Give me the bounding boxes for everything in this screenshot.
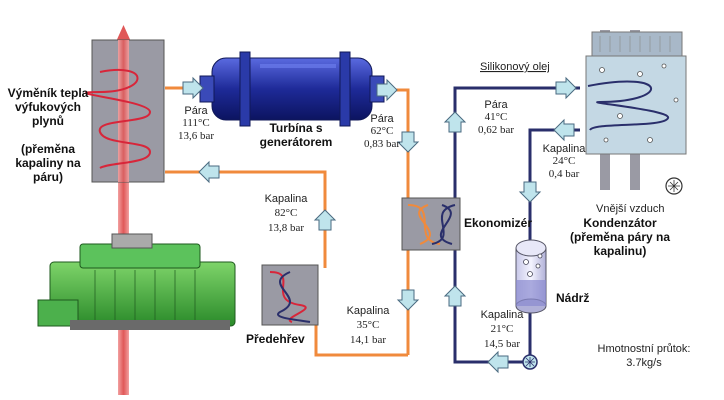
arrow-left-icon <box>553 118 575 142</box>
state-2-medium: Pára <box>370 113 394 125</box>
state-3-pressure: 0,62 bar <box>478 124 514 136</box>
state-7-temp: 21°C <box>491 323 514 335</box>
state-5-medium: Kapalina <box>265 193 309 205</box>
state-2-pressure: 0,83 bar <box>364 138 400 150</box>
state-7-medium: Kapalina <box>481 309 525 321</box>
preheater <box>261 264 319 326</box>
mass-flow-label-1: Hmotnostní průtok: <box>598 343 691 355</box>
arrow-up-icon <box>443 285 467 307</box>
state-5-temp: 82°C <box>275 207 298 219</box>
arrow-left-icon <box>198 160 220 184</box>
arrow-left-icon <box>487 350 509 374</box>
arrow-right-icon <box>555 76 577 100</box>
turbine-label-2: generátorem <box>260 135 333 149</box>
heat-exchanger-note-3: páru) <box>33 170 63 184</box>
heat-exchanger-note-2: kapaliny na <box>15 156 81 170</box>
exhaust-heat-exchanger <box>85 25 165 395</box>
state-3-medium: Pára <box>484 99 508 111</box>
heat-exchanger-label-2: výfukových <box>15 100 81 114</box>
outside-air-label: Vnější vzduch <box>596 203 664 215</box>
state-4-medium: Kapalina <box>543 143 587 155</box>
arrow-down-icon <box>518 181 542 203</box>
condenser-label-3: kapalinu) <box>594 244 647 258</box>
flow-arrows <box>182 76 577 374</box>
state-6-pressure: 14,1 bar <box>350 334 386 346</box>
preheater-label: Předehřev <box>246 332 305 346</box>
silicone-oil-label: Silikonový olej <box>480 61 550 73</box>
economizer-label: Ekonomizér <box>464 216 532 230</box>
economizer <box>401 197 461 251</box>
heat-exchanger-label-3: plynů <box>32 114 64 128</box>
heat-exchanger-note-1: (přeměna <box>21 142 75 156</box>
state-1-medium: Pára <box>184 105 208 117</box>
turbine-label-1: Turbína s <box>269 121 322 135</box>
arrow-right-icon <box>376 78 398 102</box>
state-6-temp: 35°C <box>357 319 380 331</box>
state-5-pressure: 13,8 bar <box>268 222 304 234</box>
component-labels: Výměník tepla výfukových plynů (přeměna … <box>8 61 691 369</box>
state-2-temp: 62°C <box>371 125 394 137</box>
arrow-down-icon <box>396 131 420 153</box>
state-6-medium: Kapalina <box>347 305 391 317</box>
condenser-label-1: Kondenzátor <box>583 216 657 230</box>
state-labels: Pára 111°C 13,6 bar Pára 62°C 0,83 bar P… <box>178 99 586 350</box>
arrow-down-icon <box>396 289 420 311</box>
state-4-temp: 24°C <box>553 155 576 167</box>
state-7-pressure: 14,5 bar <box>484 338 520 350</box>
condenser-label-2: (přeměna páry na <box>570 230 670 244</box>
turbine-generator <box>199 51 385 127</box>
engine-genset <box>37 233 236 330</box>
tank-label: Nádrž <box>556 291 589 305</box>
heat-exchanger-label-1: Výměník tepla <box>8 86 89 100</box>
tank <box>515 239 547 314</box>
condenser <box>585 30 687 195</box>
mass-flow-label-2: 3.7kg/s <box>626 357 662 369</box>
arrow-up-icon <box>313 209 337 231</box>
arrow-up-icon <box>443 111 467 133</box>
state-4-pressure: 0,4 bar <box>549 168 580 180</box>
arrow-right-icon <box>182 76 204 100</box>
state-1-pressure: 13,6 bar <box>178 130 214 142</box>
state-1-temp: 111°C <box>182 117 209 129</box>
state-3-temp: 41°C <box>485 111 508 123</box>
pump-icon <box>522 354 538 370</box>
